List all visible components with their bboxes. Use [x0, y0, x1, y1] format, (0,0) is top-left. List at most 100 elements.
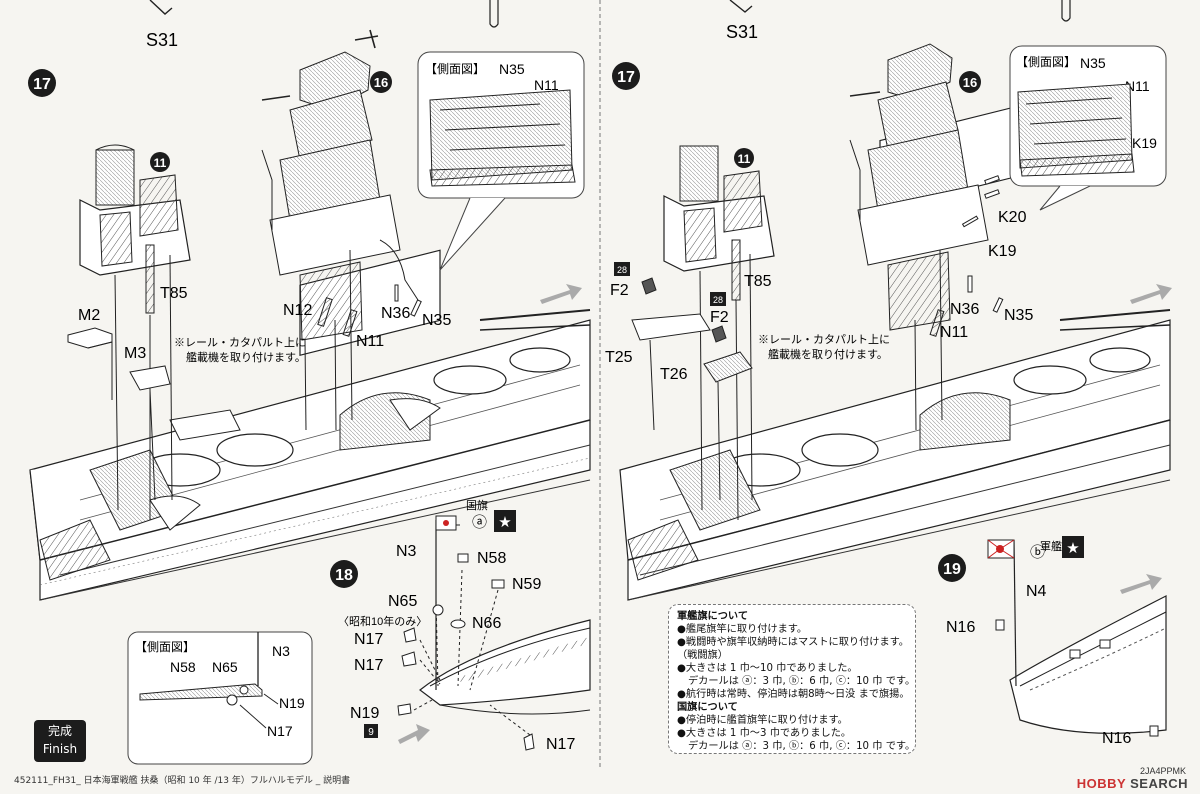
svg-text:16: 16 [374, 75, 388, 90]
part-label-n11: N11 [356, 333, 384, 350]
flag-label-kokki: 国旗 [466, 498, 488, 512]
finish-badge: 完成 Finish [34, 720, 86, 762]
svg-text:18: 18 [335, 567, 353, 584]
svg-text:11: 11 [154, 156, 167, 170]
part-label-m2: M2 [78, 307, 100, 324]
funnel-assembly-right [663, 145, 775, 521]
svg-text:N65: N65 [212, 659, 238, 675]
badge-28-a [614, 262, 630, 276]
note-line: （戦闘旗） [677, 650, 728, 661]
part-label-n16-b: N16 [1102, 730, 1131, 747]
step-badge-16-right: 16 [959, 71, 981, 93]
note-line: ●停泊時に艦首旗竿に取り付けます。 [677, 715, 848, 726]
svg-text:N58: N58 [170, 659, 196, 675]
part-label-n12: N12 [283, 302, 312, 319]
finish-en: Finish [42, 742, 78, 756]
svg-text:K19: K19 [1132, 135, 1157, 151]
catapult-note-right-1: ※レール・カタパルト上に [758, 333, 890, 346]
decal-a: ⓐ [472, 514, 487, 531]
decal-b: ⓑ [1030, 544, 1045, 561]
note-line: ●大きさは 1 巾〜3 巾でありました。 [677, 728, 852, 739]
pagoda-mast-right [849, 43, 989, 431]
note-line: ●航行時は常時、停泊時は朝8時〜日没 まで旗揚。 [677, 689, 910, 700]
part-label-s31: S31 [146, 30, 178, 50]
part-label-n66: N66 [472, 615, 501, 632]
direction-arrow-right [1130, 284, 1172, 304]
brand-a: HOBBY [1076, 776, 1126, 791]
part-label-n65: N65 [388, 593, 417, 610]
step-badge-18: 18 [330, 560, 358, 588]
bow-detail-left [397, 515, 591, 751]
showa-only-note: 〈昭和10年のみ〉 [338, 614, 427, 628]
svg-text:N11: N11 [534, 77, 559, 93]
part-t25 [631, 313, 711, 341]
step-badge-17-right: 17 [612, 62, 640, 90]
part-label-m3: M3 [124, 345, 146, 362]
svg-text:【側面図】: 【側面図】 [135, 640, 195, 654]
catapult-note-line1: ※レール・カタパルト上に [174, 336, 306, 349]
part-label-k19: K19 [988, 243, 1017, 260]
finish-jp: 完成 [47, 724, 72, 738]
note-line: ●戦闘時や旗竿収納時にはマストに取り付けます。 [677, 637, 909, 648]
svg-text:N11: N11 [1125, 78, 1150, 94]
catapult-note-line2: 艦載機を取り付けます。 [186, 350, 306, 364]
part-label-n35-right: N35 [1004, 307, 1033, 324]
part-label-s31-right: S31 [726, 22, 758, 42]
part-label-f2-a: F2 [610, 282, 629, 299]
print-code: 2JA4PPMK [1139, 766, 1186, 776]
left-page: S31 17 16 11 18 [28, 0, 591, 765]
star-decal-icon [494, 510, 516, 532]
step-badge-19: 19 [938, 554, 966, 582]
deck-badge [364, 724, 378, 738]
note-heading-naval-ensign: 軍艦旗について [677, 611, 749, 622]
star-icon: ★ [498, 514, 511, 531]
part-m2 [67, 327, 113, 400]
part-label-n17-c: N17 [546, 736, 575, 753]
part-label-n58: N58 [477, 550, 506, 567]
part-label-n17-b: N17 [354, 657, 383, 674]
watermark-logo: HOBBY SEARCH [1077, 776, 1188, 791]
funnel-assembly [79, 144, 191, 520]
part-label-f2-b: F2 [710, 309, 729, 326]
part-m3 [129, 365, 171, 391]
svg-text:17: 17 [33, 76, 51, 93]
part-label-n11-right: N11 [940, 324, 968, 341]
svg-text:N19: N19 [279, 695, 305, 711]
side-view-inset-right: 【側面図】 N35 N11 K19 [1009, 45, 1167, 211]
svg-text:17: 17 [617, 69, 635, 86]
step-badge-17: 17 [28, 69, 56, 97]
step-badge-16: 16 [370, 71, 392, 93]
document-footer: 452111_FH31_ 日本海軍戦艦 扶桑（昭和 10 年 /13 年）フルハ… [14, 776, 351, 786]
step-badge-11-right: 11 [734, 148, 754, 168]
note-line: デカールは ⓐ：3 巾, ⓑ：6 巾, ⓒ：10 巾 です。 [688, 676, 916, 687]
badge-28-a-text: 28 [617, 265, 627, 275]
star-decal-icon-right [1062, 536, 1084, 558]
svg-text:【側面図】: 【側面図】 [425, 62, 485, 76]
note-line: ●艦尾旗竿に取り付けます。 [677, 624, 808, 635]
part-label-t25: T25 [605, 349, 633, 366]
svg-text:19: 19 [943, 561, 961, 578]
hull-deck-right [619, 104, 1171, 601]
part-label-t85: T85 [160, 285, 188, 302]
part-label-k20: K20 [998, 209, 1027, 226]
svg-text:N35: N35 [499, 61, 525, 77]
part-label-n36-right: N36 [950, 301, 979, 318]
hull-deck-left [29, 249, 591, 601]
svg-text:【側面図】: 【側面図】 [1016, 55, 1076, 69]
svg-text:11: 11 [738, 152, 751, 166]
part-label-t26: T26 [660, 366, 688, 383]
deck-badge-number: 9 [368, 727, 374, 738]
part-label-n17-a: N17 [354, 631, 383, 648]
part-label-n16-a: N16 [946, 619, 975, 636]
pagoda-mast-left [261, 29, 419, 431]
stern-detail [987, 539, 1167, 737]
badge-28-b [710, 292, 726, 306]
part-label-n59: N59 [512, 576, 541, 593]
brand-b: SEARCH [1125, 776, 1188, 791]
svg-text:16: 16 [963, 75, 977, 90]
svg-text:N17: N17 [267, 723, 293, 739]
svg-text:N35: N35 [1080, 55, 1106, 71]
direction-arrow [540, 284, 582, 304]
